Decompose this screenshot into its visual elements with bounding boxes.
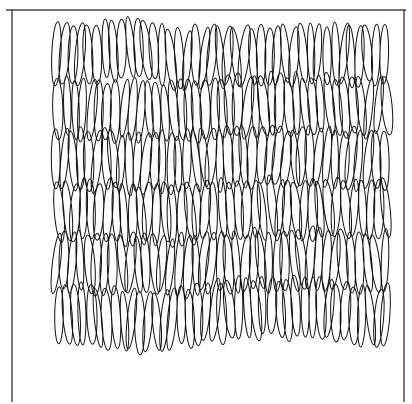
ellipse-texture-figure [0, 0, 412, 404]
figure-frame [0, 0, 412, 404]
